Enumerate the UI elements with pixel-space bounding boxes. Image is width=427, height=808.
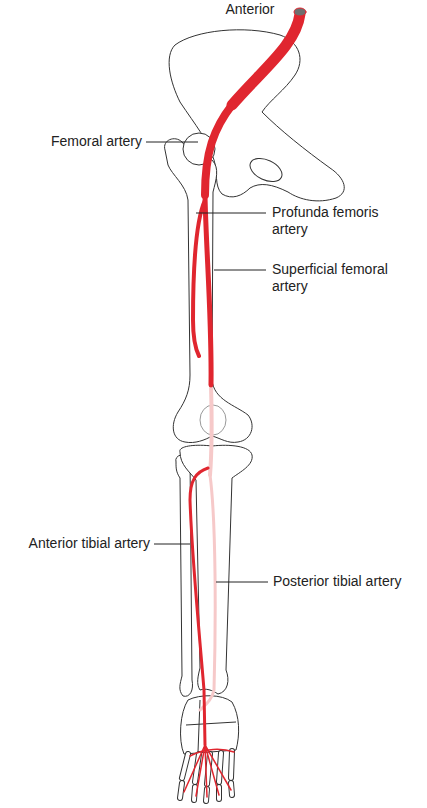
popliteal-artery: [210, 385, 212, 475]
femoral-vessel: [205, 105, 232, 195]
anterior-tibial-vessel: [190, 468, 208, 745]
arteries: [184, 8, 306, 797]
tarsal-line: [186, 700, 236, 752]
leader-lines: [146, 142, 268, 582]
obturator-foramen: [246, 154, 285, 186]
vessel-cross-section: [294, 8, 306, 16]
leader-line: [146, 142, 198, 143]
label-holder: Femoral artery: [20, 133, 142, 150]
artery-label: Femoral artery: [20, 133, 142, 150]
external-iliac-artery: [232, 14, 300, 105]
label-holder: Posterior tibial artery: [273, 573, 423, 590]
leader-line: [214, 270, 266, 271]
superficial-femoral-vessel: [205, 195, 211, 385]
leader-line: [196, 213, 266, 214]
view-label: Anterior: [215, 1, 285, 18]
leader-line: [154, 544, 190, 545]
artery-label: Superficial femoral artery: [272, 261, 412, 295]
leader-line: [216, 582, 268, 583]
label-holder: Profunda femoris artery: [272, 204, 397, 238]
label-holder: Anterior tibial artery: [4, 535, 150, 552]
profunda-vessel: [193, 200, 205, 356]
label-holder: Superficial femoral artery: [272, 261, 412, 295]
tarsal-bones: [181, 696, 239, 754]
label-holder: Anterior: [215, 1, 285, 18]
artery-label: Profunda femoris artery: [272, 204, 397, 238]
artery-label: Posterior tibial artery: [273, 573, 423, 590]
foot-arteries: [184, 745, 234, 797]
artery-label: Anterior tibial artery: [4, 535, 150, 552]
